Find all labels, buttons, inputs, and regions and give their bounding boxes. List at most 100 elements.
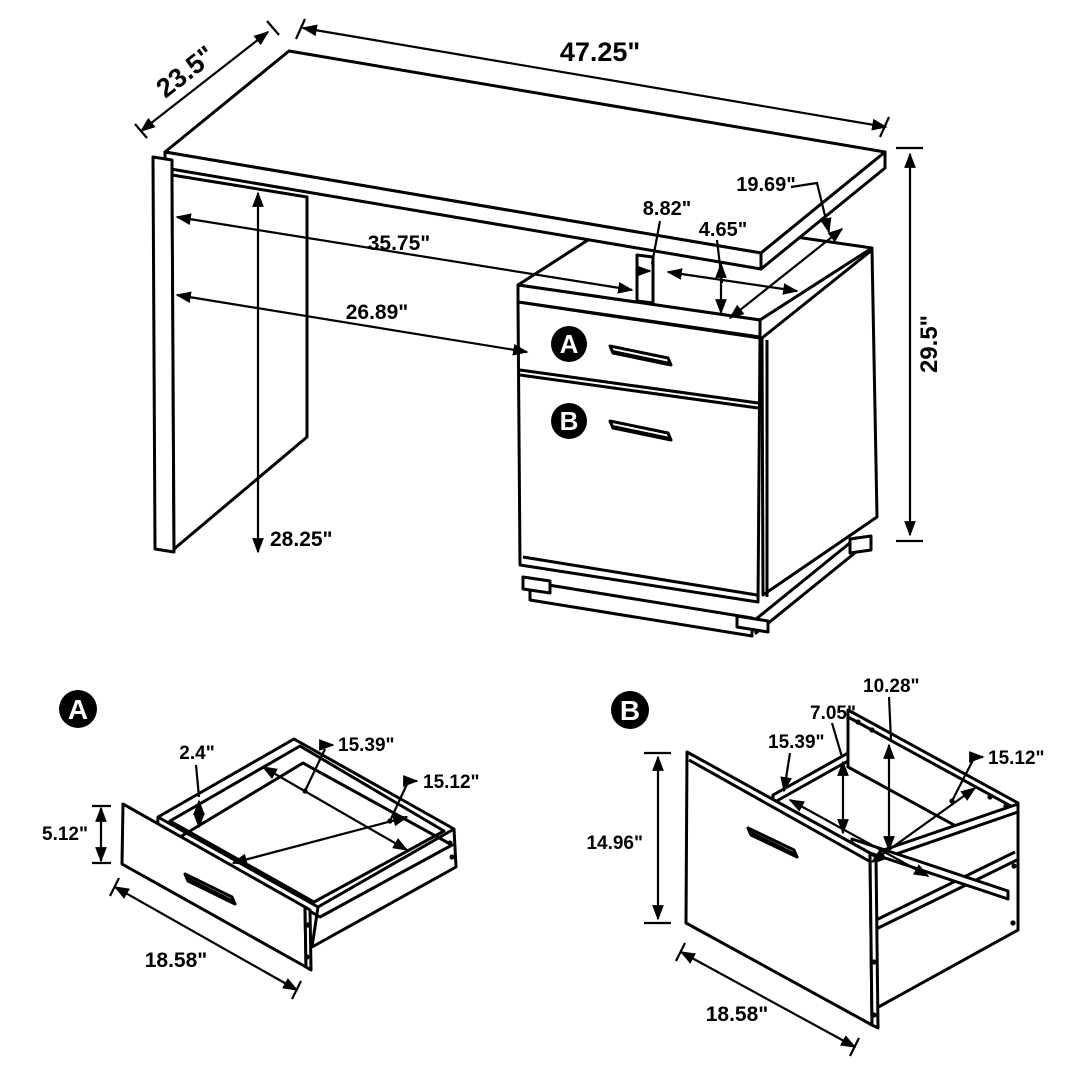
door-bottom-line: [522, 555, 758, 597]
front-panel-end-face: [303, 905, 313, 972]
dimension-label: 7.05": [810, 703, 856, 724]
dimension-label: 18.58": [706, 1003, 769, 1026]
dim-b-inner-depth: 15.12": [870, 748, 1045, 863]
top-support-block: [635, 253, 655, 305]
dimension-label: 26.89": [346, 301, 409, 324]
badge-letter: A: [560, 329, 579, 359]
dim-b-rail-to-side-top: 7.05": [810, 703, 856, 835]
handle-inner-line: [611, 424, 670, 440]
end-tick: [266, 20, 280, 36]
badge-letter: B: [560, 406, 579, 436]
dimension-label: 18.58": [145, 949, 208, 972]
drawer-a-drawing: [120, 737, 458, 972]
leader-line: [389, 783, 408, 822]
dimension-line: [113, 886, 299, 991]
end-tick: [294, 18, 307, 40]
screw-dot: [855, 719, 861, 725]
end-tick: [291, 980, 302, 1000]
dim-knee-lower: 26.89": [175, 291, 529, 356]
dimension-line: [788, 799, 930, 877]
drawer-divider-line: [519, 373, 759, 410]
screw-dot: [447, 840, 453, 846]
dimension-label: 29.5": [916, 315, 943, 373]
dim-leg-height: 28.25": [252, 191, 333, 554]
badge-circle: [59, 690, 97, 728]
dimension-label: 15.12": [423, 772, 480, 793]
dimension-line: [728, 228, 844, 319]
leader-line: [650, 220, 662, 265]
leader-line: [194, 764, 201, 798]
dimension-line: [231, 814, 409, 866]
screw-dot: [869, 727, 875, 733]
dimension-label: 47.25": [560, 37, 640, 67]
drawer-a-detail: A 5.12" 2.4": [42, 690, 480, 1000]
dim-b-inner-width: 15.39": [768, 732, 930, 877]
screw-dot: [304, 954, 310, 960]
dimension-line: [679, 951, 857, 1048]
dim-a-front-width: 18.58": [109, 877, 302, 1000]
dim-b-front-width: 18.58": [675, 942, 860, 1057]
drawer-b-drawing: [684, 708, 1020, 1030]
right-wall-top-edge: [317, 827, 455, 909]
screw-dot: [305, 922, 311, 928]
dimension-label: 4.65": [699, 219, 747, 241]
dimension-label: 15.39": [768, 732, 825, 753]
dim-cabinet-top-depth: 19.69": [728, 174, 844, 319]
dim-desktop-width: 47.25": [294, 18, 891, 138]
drawer-b-handle: [608, 419, 673, 442]
screw-dot: [871, 959, 877, 965]
left-wall-top-band: [771, 751, 850, 805]
front-panel-end-face: [868, 851, 880, 1030]
bottom-joint-line: [873, 858, 1018, 932]
badge-drawer-a: A: [551, 326, 587, 362]
dimension-label: 23.5": [151, 40, 221, 104]
end-tick: [675, 942, 686, 962]
end-tick: [878, 116, 891, 138]
screw-dot: [1011, 863, 1017, 869]
screw-dot: [871, 1012, 877, 1018]
end-tick: [134, 123, 148, 139]
foot-front-right: [735, 614, 770, 634]
badge-drawer-b: B: [551, 403, 587, 439]
leg-inner-face: [170, 173, 309, 551]
leg-front-edge: [151, 155, 176, 554]
end-tick: [109, 877, 120, 897]
dim-a-front-height: 5.12": [42, 804, 111, 865]
right-wall-outer-face: [871, 802, 1020, 1012]
screw-dot: [1010, 920, 1016, 926]
dimension-label: 15.12": [988, 748, 1045, 769]
dim-a-wall-height: 2.4": [179, 743, 215, 829]
handle-inner-line: [749, 830, 796, 856]
dimension-label: 5.12": [42, 824, 88, 845]
dimension-line: [139, 31, 270, 132]
dimension-label: 14.96": [586, 833, 643, 854]
left-leg-panel: [151, 155, 309, 554]
dimension-label: 2.4": [179, 743, 214, 764]
dimension-label: 35.75": [368, 232, 431, 255]
dimension-label: 10.28": [863, 676, 920, 697]
badge-circle: [611, 691, 649, 729]
main-desk-view: A B 47.25": [134, 18, 943, 638]
badge-view-b: B: [611, 691, 649, 729]
drawer-b-detail: B: [586, 676, 1045, 1057]
dimension-line: [870, 787, 977, 863]
badge-circle: [551, 403, 587, 439]
end-tick: [849, 1037, 860, 1057]
leader-line: [790, 181, 832, 234]
leader-line: [887, 696, 893, 741]
badge-view-a: A: [59, 690, 97, 728]
plinth-front: [528, 580, 754, 638]
dimension-label: 28.25": [270, 528, 333, 551]
leader-line: [830, 722, 844, 758]
dim-b-front-height: 14.96": [586, 751, 671, 925]
handle-inner-line: [611, 349, 670, 365]
badge-letter: B: [620, 695, 640, 726]
dim-overall-height: 29.5": [896, 146, 943, 543]
leader-line: [780, 752, 792, 793]
drawer-divider-line: [519, 368, 759, 405]
dimension-line: [301, 24, 888, 131]
dimension-line: [175, 291, 529, 356]
drawer-a-handle: [608, 344, 673, 367]
